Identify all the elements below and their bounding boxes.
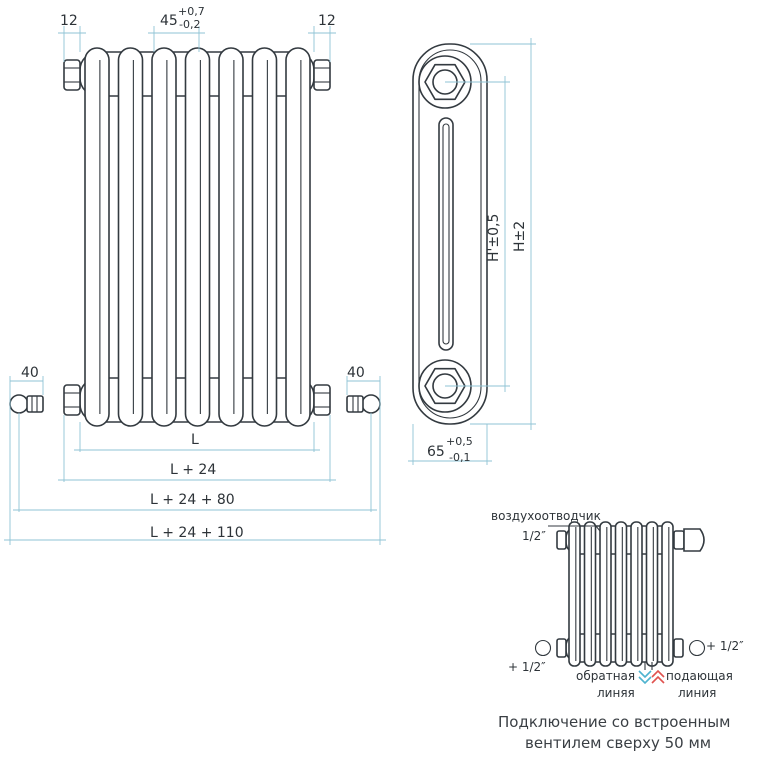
left-bottom-size: + 1/2″ (508, 660, 546, 674)
supply-line-arrow-icon (651, 669, 665, 684)
dim-valve-right: 40 (347, 365, 365, 381)
dim-depth-tol-plus: +0,5 (446, 435, 473, 448)
mini-column (568, 521, 581, 667)
dim-depth-tol-minus: -0,1 (449, 451, 470, 464)
side-slot (438, 117, 454, 351)
radiator-column (285, 47, 311, 427)
right-bottom-size: + 1/2″ (706, 639, 744, 653)
radiator-column (184, 47, 211, 427)
radiator-column (117, 47, 144, 427)
air-vent-leader (548, 525, 601, 532)
supply-line-label: подающая (666, 669, 733, 683)
right-valve-icon (346, 394, 381, 414)
return-line-label: обратная (576, 669, 635, 683)
dim-height-H: H±2 (512, 221, 528, 252)
caption-line-1: Подключение со встроенным (498, 713, 730, 731)
dim-length-L: L (191, 432, 199, 448)
dim-depth: 65 (427, 444, 445, 460)
bottom-left-plug (63, 384, 81, 416)
right-plug-circle-icon (688, 639, 706, 657)
front-dimensions: 12 12 45 +0,7 -0,2 40 40 L L + 24 (4, 5, 386, 545)
mini-column (583, 521, 597, 667)
dim-length-L24-80: L + 24 + 80 (150, 492, 235, 508)
top-left-plug (63, 59, 81, 91)
radiator-column (251, 47, 278, 427)
dim-section-pitch-tol-plus: +0,7 (178, 5, 205, 18)
valve-head-icon (673, 528, 705, 552)
connection-scheme: воздухоотводчик 1/2″ + 1/2″ + 1/2″ обрат… (491, 509, 744, 752)
mini-column (645, 521, 659, 667)
mini-column (599, 521, 612, 667)
supply-line-label-2: линия (678, 686, 716, 700)
air-vent-size: 1/2″ (522, 529, 546, 543)
side-view (412, 43, 488, 425)
air-vent-plug (556, 530, 567, 550)
dim-height-H1: H'±0,5 (486, 214, 502, 262)
air-vent-label: воздухоотводчик (491, 509, 601, 523)
dim-nipple-right: 12 (318, 13, 336, 29)
front-view (9, 47, 381, 427)
radiator-columns (84, 47, 311, 427)
dim-valve-left: 40 (21, 365, 39, 381)
mini-column (630, 521, 643, 667)
return-line-label-2: линяя (597, 686, 635, 700)
mini-bottom-right-plug (673, 638, 684, 658)
radiator-column (84, 47, 110, 427)
mini-column (661, 521, 674, 667)
radiator-column (151, 47, 177, 427)
mini-column (614, 521, 628, 667)
dim-length-L24-110: L + 24 + 110 (150, 525, 244, 541)
mini-bottom-left-plug (556, 638, 567, 658)
bottom-right-plug (313, 384, 331, 416)
left-plug-circle-icon (534, 639, 552, 657)
dim-nipple-left: 12 (60, 13, 78, 29)
mini-columns (568, 521, 674, 667)
top-right-plug (313, 59, 331, 91)
left-valve-icon (9, 394, 44, 414)
side-body (412, 43, 488, 425)
return-line-arrow-icon (638, 670, 652, 685)
dim-section-pitch-tol-minus: -0,2 (179, 18, 200, 31)
dim-length-L24: L + 24 (170, 462, 216, 478)
side-dimensions: H'±0,5 H±2 65 +0,5 -0,1 (408, 38, 536, 465)
caption-line-2: вентилем сверху 50 мм (525, 734, 711, 752)
dim-section-pitch: 45 (160, 13, 178, 29)
radiator-column (218, 47, 244, 427)
